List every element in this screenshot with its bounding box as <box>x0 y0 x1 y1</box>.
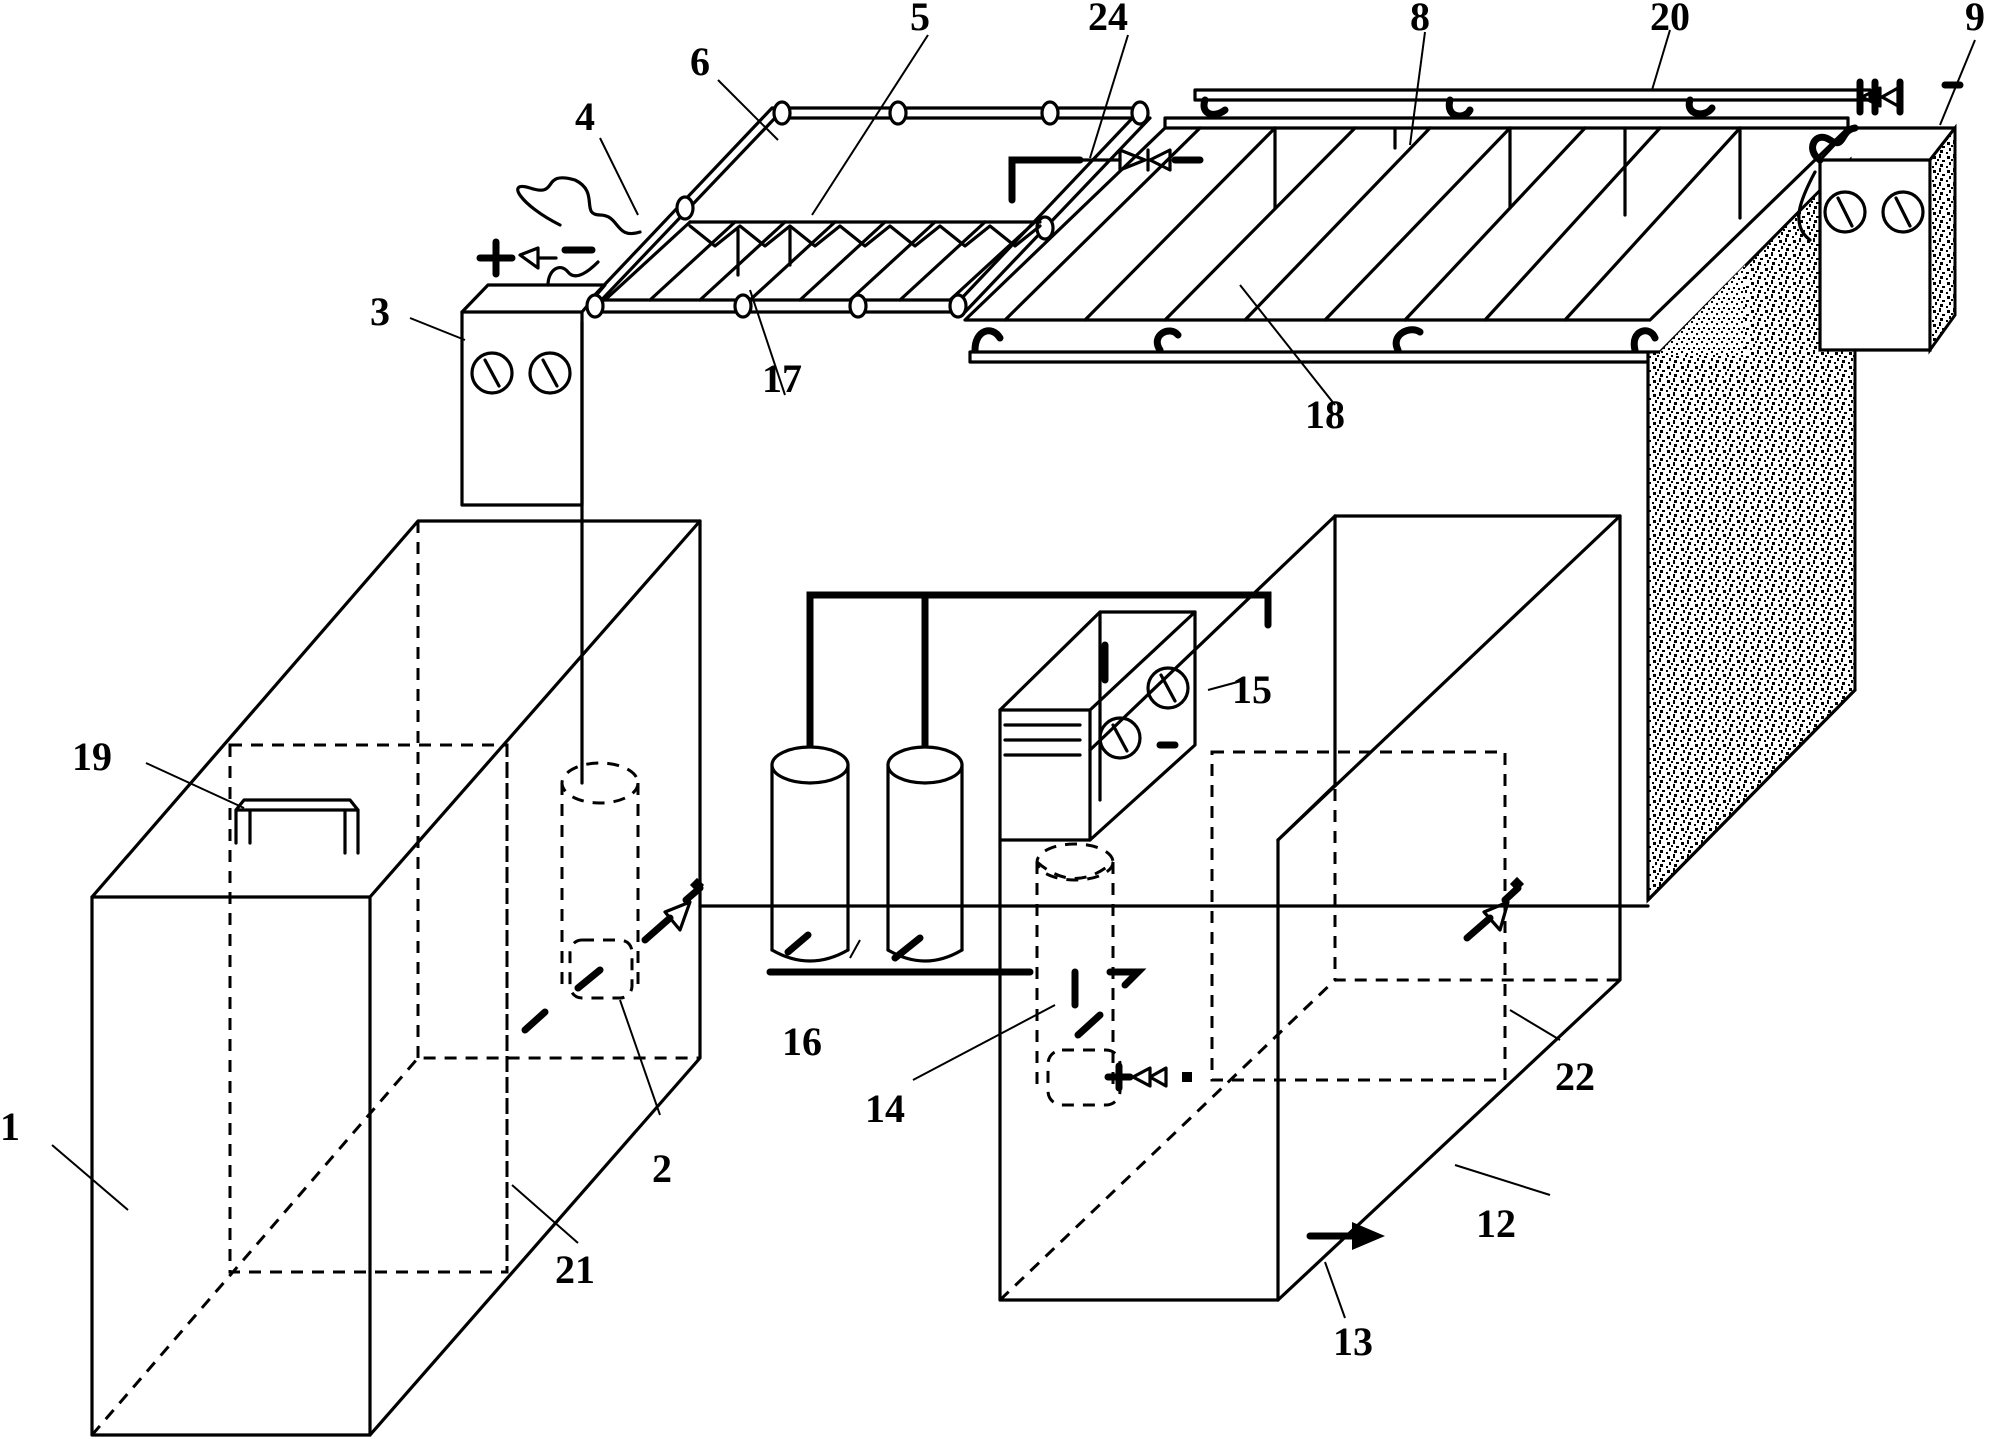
label-13: 13 <box>1333 1319 1373 1364</box>
control-box-15 <box>998 610 1197 842</box>
label-6: 6 <box>690 39 710 84</box>
handle-19 <box>234 798 360 855</box>
valve-right <box>1463 876 1525 942</box>
tank-12 <box>998 514 1622 1302</box>
reference-labels: 1 2 3 4 5 6 8 9 12 13 14 15 16 17 18 19 … <box>0 0 1985 1364</box>
control-box-9 <box>1797 78 1964 355</box>
tank-1 <box>90 519 702 1437</box>
label-20: 20 <box>1650 0 1690 39</box>
label-19: 19 <box>72 734 112 779</box>
label-12: 12 <box>1476 1201 1516 1246</box>
outlet-24 <box>1008 148 1204 204</box>
label-18: 18 <box>1305 392 1345 437</box>
label-8: 8 <box>1410 0 1430 39</box>
drain-arrow-13 <box>1352 1222 1385 1250</box>
pump-cylinder-2 <box>521 761 640 1034</box>
valve-left <box>641 877 705 944</box>
label-14: 14 <box>865 1086 905 1131</box>
leader-lines <box>51 29 1976 1319</box>
label-9: 9 <box>1965 0 1985 39</box>
separator-6 <box>585 100 1152 319</box>
label-3: 3 <box>370 289 390 334</box>
label-22: 22 <box>1555 1054 1595 1099</box>
label-17: 17 <box>762 356 802 401</box>
filter-cartridges-16 <box>766 591 1272 976</box>
pump-cylinder-14 <box>1035 842 1192 1107</box>
label-4: 4 <box>575 94 595 139</box>
label-1: 1 <box>0 1104 20 1149</box>
label-21: 21 <box>555 1247 595 1292</box>
trickling-column <box>1646 156 1857 904</box>
control-box-3 <box>460 176 642 507</box>
label-2: 2 <box>652 1146 672 1191</box>
label-24: 24 <box>1088 0 1128 39</box>
label-16: 16 <box>782 1019 822 1064</box>
label-15: 15 <box>1232 667 1272 712</box>
label-5: 5 <box>910 0 930 39</box>
